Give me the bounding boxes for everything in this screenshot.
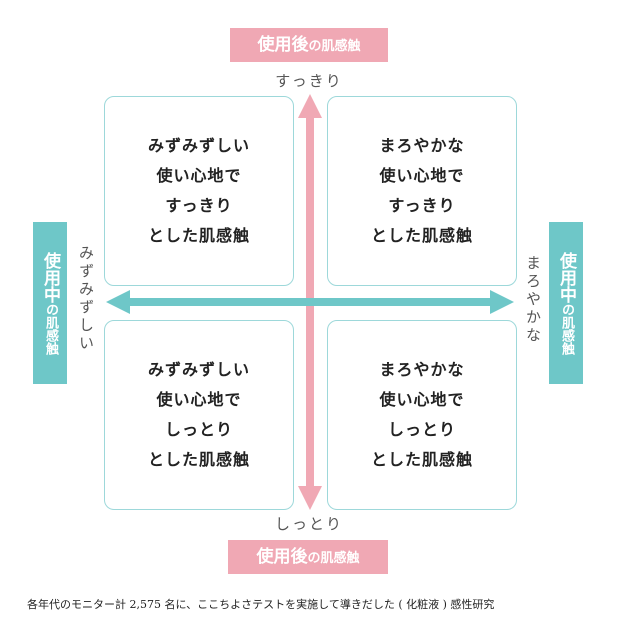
- quadrant-line: まろやかな: [379, 360, 465, 379]
- right-label-b: 中: [556, 285, 576, 303]
- right-axis-label: 使用中の肌感触: [549, 222, 583, 384]
- left-label-b: 中: [40, 285, 60, 303]
- quadrant-line: みずみずしい: [147, 136, 250, 155]
- right-label-c: の肌感触: [559, 302, 574, 355]
- quadrant-line: しっとり: [387, 420, 456, 439]
- quadrant-top-right: まろやかな 使い心地で すっきり とした肌感触: [327, 96, 517, 286]
- horizontal-arrow: [106, 290, 514, 314]
- quadrant-line: とした肌感触: [147, 450, 250, 469]
- quadrant-line: しっとり: [164, 420, 233, 439]
- arrow-left-head: [106, 290, 130, 314]
- arrow-down-head: [298, 486, 322, 510]
- top-label-sub: の肌感触: [308, 39, 361, 54]
- quadrant-line: とした肌感触: [147, 226, 250, 245]
- top-label-main: 使用後: [257, 35, 309, 55]
- quadrant-line: すっきり: [165, 196, 233, 215]
- quadrant-line: とした肌感触: [370, 450, 473, 469]
- arrow-right-head: [490, 290, 514, 314]
- footnote: 各年代のモニター計 2,575 名に、ここちよさテストを実施して導きだした ( …: [27, 598, 495, 611]
- quadrant-line: すっきり: [388, 196, 456, 215]
- quadrant-line: みずみずしい: [147, 360, 250, 379]
- quadrant-line: まろやかな: [379, 136, 465, 155]
- left-axis-label: 使用中の肌感触: [33, 222, 67, 384]
- bottom-label-sub: の肌感触: [307, 551, 360, 566]
- quadrant-line: 使い心地で: [156, 390, 242, 409]
- axis-top-text: すっきり: [275, 72, 343, 90]
- quadrant-line: 使い心地で: [379, 390, 465, 409]
- axis-left-text: みずみずしい: [77, 245, 95, 353]
- bottom-axis-label: 使用後の肌感触: [228, 540, 388, 574]
- quadrant-line: 使い心地で: [379, 166, 465, 185]
- arrow-up-head: [298, 94, 322, 118]
- left-label-a: 使用: [40, 251, 60, 286]
- right-label-a: 使用: [556, 251, 576, 286]
- left-label-c: の肌感触: [43, 302, 58, 355]
- bottom-label-main: 使用後: [256, 547, 308, 567]
- axis-bottom-text: しっとり: [274, 515, 343, 533]
- top-axis-label: 使用後の肌感触: [230, 28, 388, 62]
- quadrant-bottom-right: まろやかな 使い心地で しっとり とした肌感触: [327, 320, 517, 510]
- quadrant-line: 使い心地で: [156, 166, 242, 185]
- quadrant-bottom-left: みずみずしい 使い心地で しっとり とした肌感触: [104, 320, 294, 510]
- quadrant-top-left: みずみずしい 使い心地で すっきり とした肌感触: [104, 96, 294, 286]
- axis-right-text: まろやかな: [524, 255, 542, 345]
- quadrant-line: とした肌感触: [370, 226, 473, 245]
